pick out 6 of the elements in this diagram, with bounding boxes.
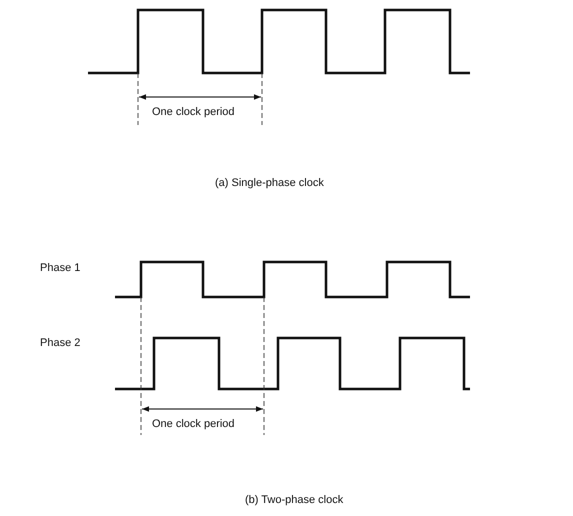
dimension-label: One clock period — [152, 106, 235, 119]
caption: (b) Two-phase clock — [245, 494, 344, 507]
caption: (a) Single-phase clock — [215, 177, 324, 190]
dimension-label: One clock period — [152, 418, 235, 431]
signal-label: Phase 1 — [40, 262, 80, 275]
signal-label: Phase 2 — [40, 337, 80, 350]
